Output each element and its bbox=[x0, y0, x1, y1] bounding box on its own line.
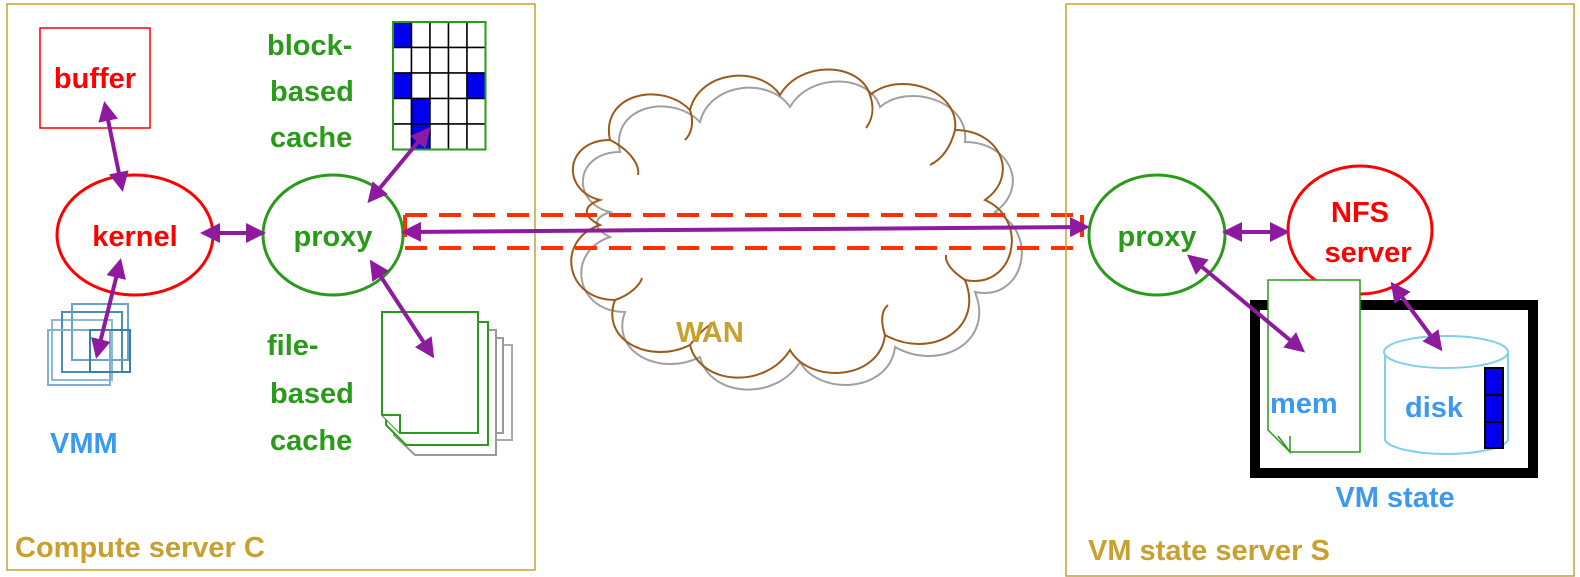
block-cache-label-3: cache bbox=[270, 122, 352, 154]
file-cache-label-2: based bbox=[270, 378, 354, 410]
block-cache-cell bbox=[466, 21, 487, 49]
arrow-kernel-vmm bbox=[91, 258, 126, 359]
block-cache-cell bbox=[410, 72, 431, 100]
block-cache-cell bbox=[429, 72, 450, 100]
block-cache-cell bbox=[447, 46, 468, 74]
disk-block-strip bbox=[1484, 367, 1504, 449]
nfs-label-1: NFS bbox=[1331, 197, 1389, 229]
arrow-proxy-filecache bbox=[369, 259, 435, 359]
wan-cloud bbox=[570, 68, 1023, 391]
block-cache-cell bbox=[429, 97, 450, 125]
file-cache-stack-icon bbox=[381, 311, 513, 456]
block-cache-cell bbox=[466, 123, 487, 151]
buffer-label: buffer bbox=[54, 63, 136, 95]
arrow-buffer-kernel bbox=[98, 101, 129, 192]
file-cache-label-1: file- bbox=[267, 330, 319, 362]
mem-page-icon bbox=[1267, 279, 1361, 455]
nfs-server-node bbox=[1286, 164, 1434, 296]
state-server-frame bbox=[1065, 3, 1575, 577]
state-proxy-label: proxy bbox=[1118, 221, 1197, 253]
block-cache-cell bbox=[392, 21, 413, 49]
block-cache-cell bbox=[466, 72, 487, 100]
block-cache-cell bbox=[447, 97, 468, 125]
arrow-nfs-disk bbox=[1390, 281, 1443, 352]
buffer-box bbox=[39, 27, 151, 129]
wan-label: WAN bbox=[676, 317, 744, 349]
block-cache-label-2: based bbox=[270, 76, 354, 108]
arrow-proxy-proxy bbox=[401, 217, 1090, 242]
compute-server-frame bbox=[6, 3, 536, 571]
vmm-icon bbox=[47, 303, 131, 386]
block-cache-cell bbox=[410, 21, 431, 49]
state-server-title: VM state server S bbox=[1088, 535, 1330, 567]
block-cache-cell bbox=[447, 21, 468, 49]
disk-label: disk bbox=[1405, 392, 1464, 424]
block-cache-cell bbox=[466, 97, 487, 125]
file-cache-label-3: cache bbox=[270, 425, 352, 457]
block-cache-cell bbox=[447, 123, 468, 151]
block-cache-frame bbox=[392, 21, 487, 151]
vm-state-label: VM state bbox=[1335, 482, 1454, 514]
block-cache-cell bbox=[392, 46, 413, 74]
block-cache-cell bbox=[447, 72, 468, 100]
block-cache-cell bbox=[466, 46, 487, 74]
connection-arrows bbox=[91, 101, 1443, 359]
block-cache-grid bbox=[392, 21, 487, 151]
vmm-label: VMM bbox=[50, 428, 118, 460]
block-cache-cell bbox=[429, 123, 450, 151]
compute-server-title: Compute server C bbox=[15, 532, 265, 564]
arrow-proxy-blockcache bbox=[367, 126, 431, 204]
block-cache-cell bbox=[392, 97, 413, 125]
block-cache-cell bbox=[429, 46, 450, 74]
mem-label: mem bbox=[1270, 388, 1338, 420]
block-cache-cell bbox=[410, 46, 431, 74]
block-cache-label-1: block- bbox=[267, 30, 352, 62]
block-cache-cell bbox=[392, 72, 413, 100]
kernel-label: kernel bbox=[92, 221, 177, 253]
block-cache-cell bbox=[410, 97, 431, 125]
nfs-label-2: server bbox=[1324, 237, 1411, 269]
block-cache-cell bbox=[429, 21, 450, 49]
arrow-proxy-mem bbox=[1186, 254, 1306, 353]
compute-proxy-label: proxy bbox=[294, 221, 373, 253]
block-cache-cell bbox=[392, 123, 413, 151]
